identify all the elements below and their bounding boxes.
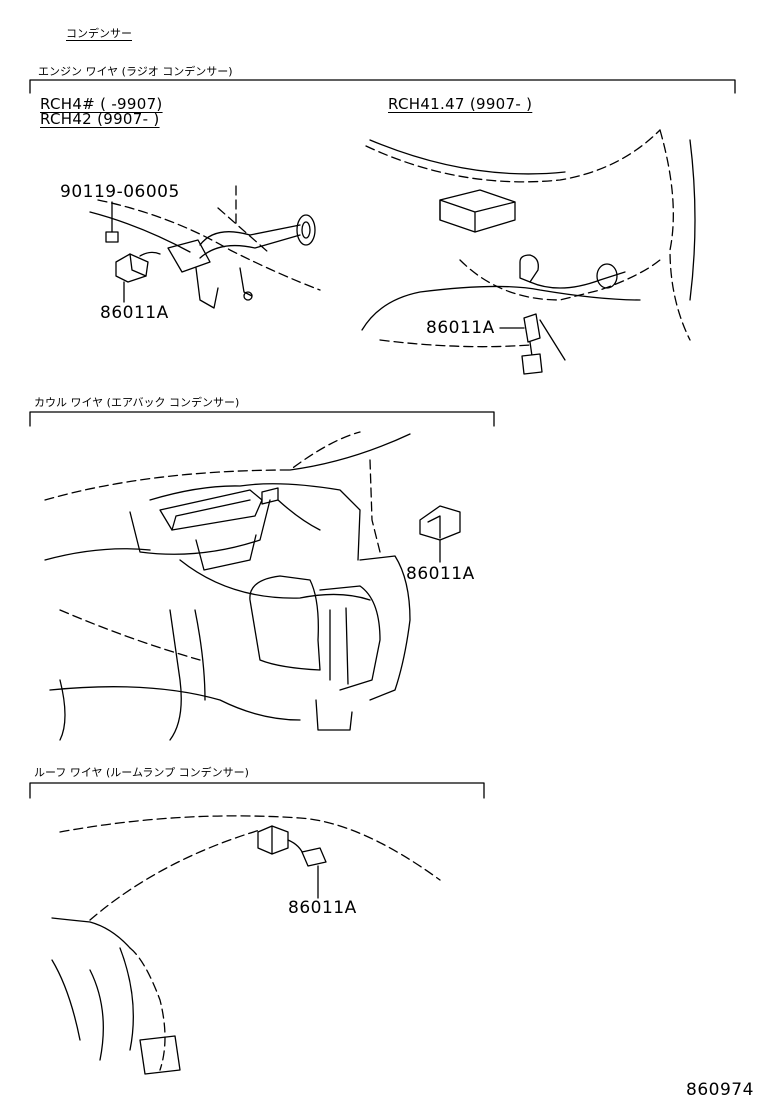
condenser-86011A-engine-left <box>115 253 149 303</box>
bolt-90119-06005 <box>105 201 119 243</box>
section-3-title: ルーフ ワイヤ (ルームランプ コンデンサー) <box>34 766 249 779</box>
part-number-condenser-engine-left: 86011A <box>100 303 169 323</box>
model-range-right: RCH41.47 (9907- ) <box>388 95 533 113</box>
model-range-left-2: RCH42 (9907- ) <box>40 110 160 128</box>
section-1-bracket <box>29 79 736 94</box>
condenser-86011A-engine-right <box>499 313 543 375</box>
section-1-title: エンジン ワイヤ (ラジオ コンデンサー) <box>38 65 233 78</box>
condenser-86011A-roof <box>257 825 327 899</box>
engine-bay-left-illustration <box>89 185 321 309</box>
page-title: コンデンサー <box>66 27 132 40</box>
section-2-bracket <box>29 411 495 427</box>
section-3-bracket <box>29 782 485 799</box>
condenser-86011A-cowl <box>419 505 461 563</box>
engine-bay-right-illustration <box>361 129 696 361</box>
roof-illustration <box>51 815 441 1075</box>
section-2-title: カウル ワイヤ (エアバック コンデンサー) <box>34 396 240 409</box>
part-number-condenser-engine-right: 86011A <box>426 318 495 338</box>
part-number-condenser-cowl: 86011A <box>406 564 475 584</box>
dashboard-illustration <box>44 431 411 741</box>
part-number-bolt: 90119-06005 <box>60 182 180 202</box>
model-range-left-1: RCH4# ( -9907) <box>40 95 163 113</box>
part-number-condenser-roof: 86011A <box>288 898 357 918</box>
diagram-id: 860974 <box>686 1080 754 1100</box>
